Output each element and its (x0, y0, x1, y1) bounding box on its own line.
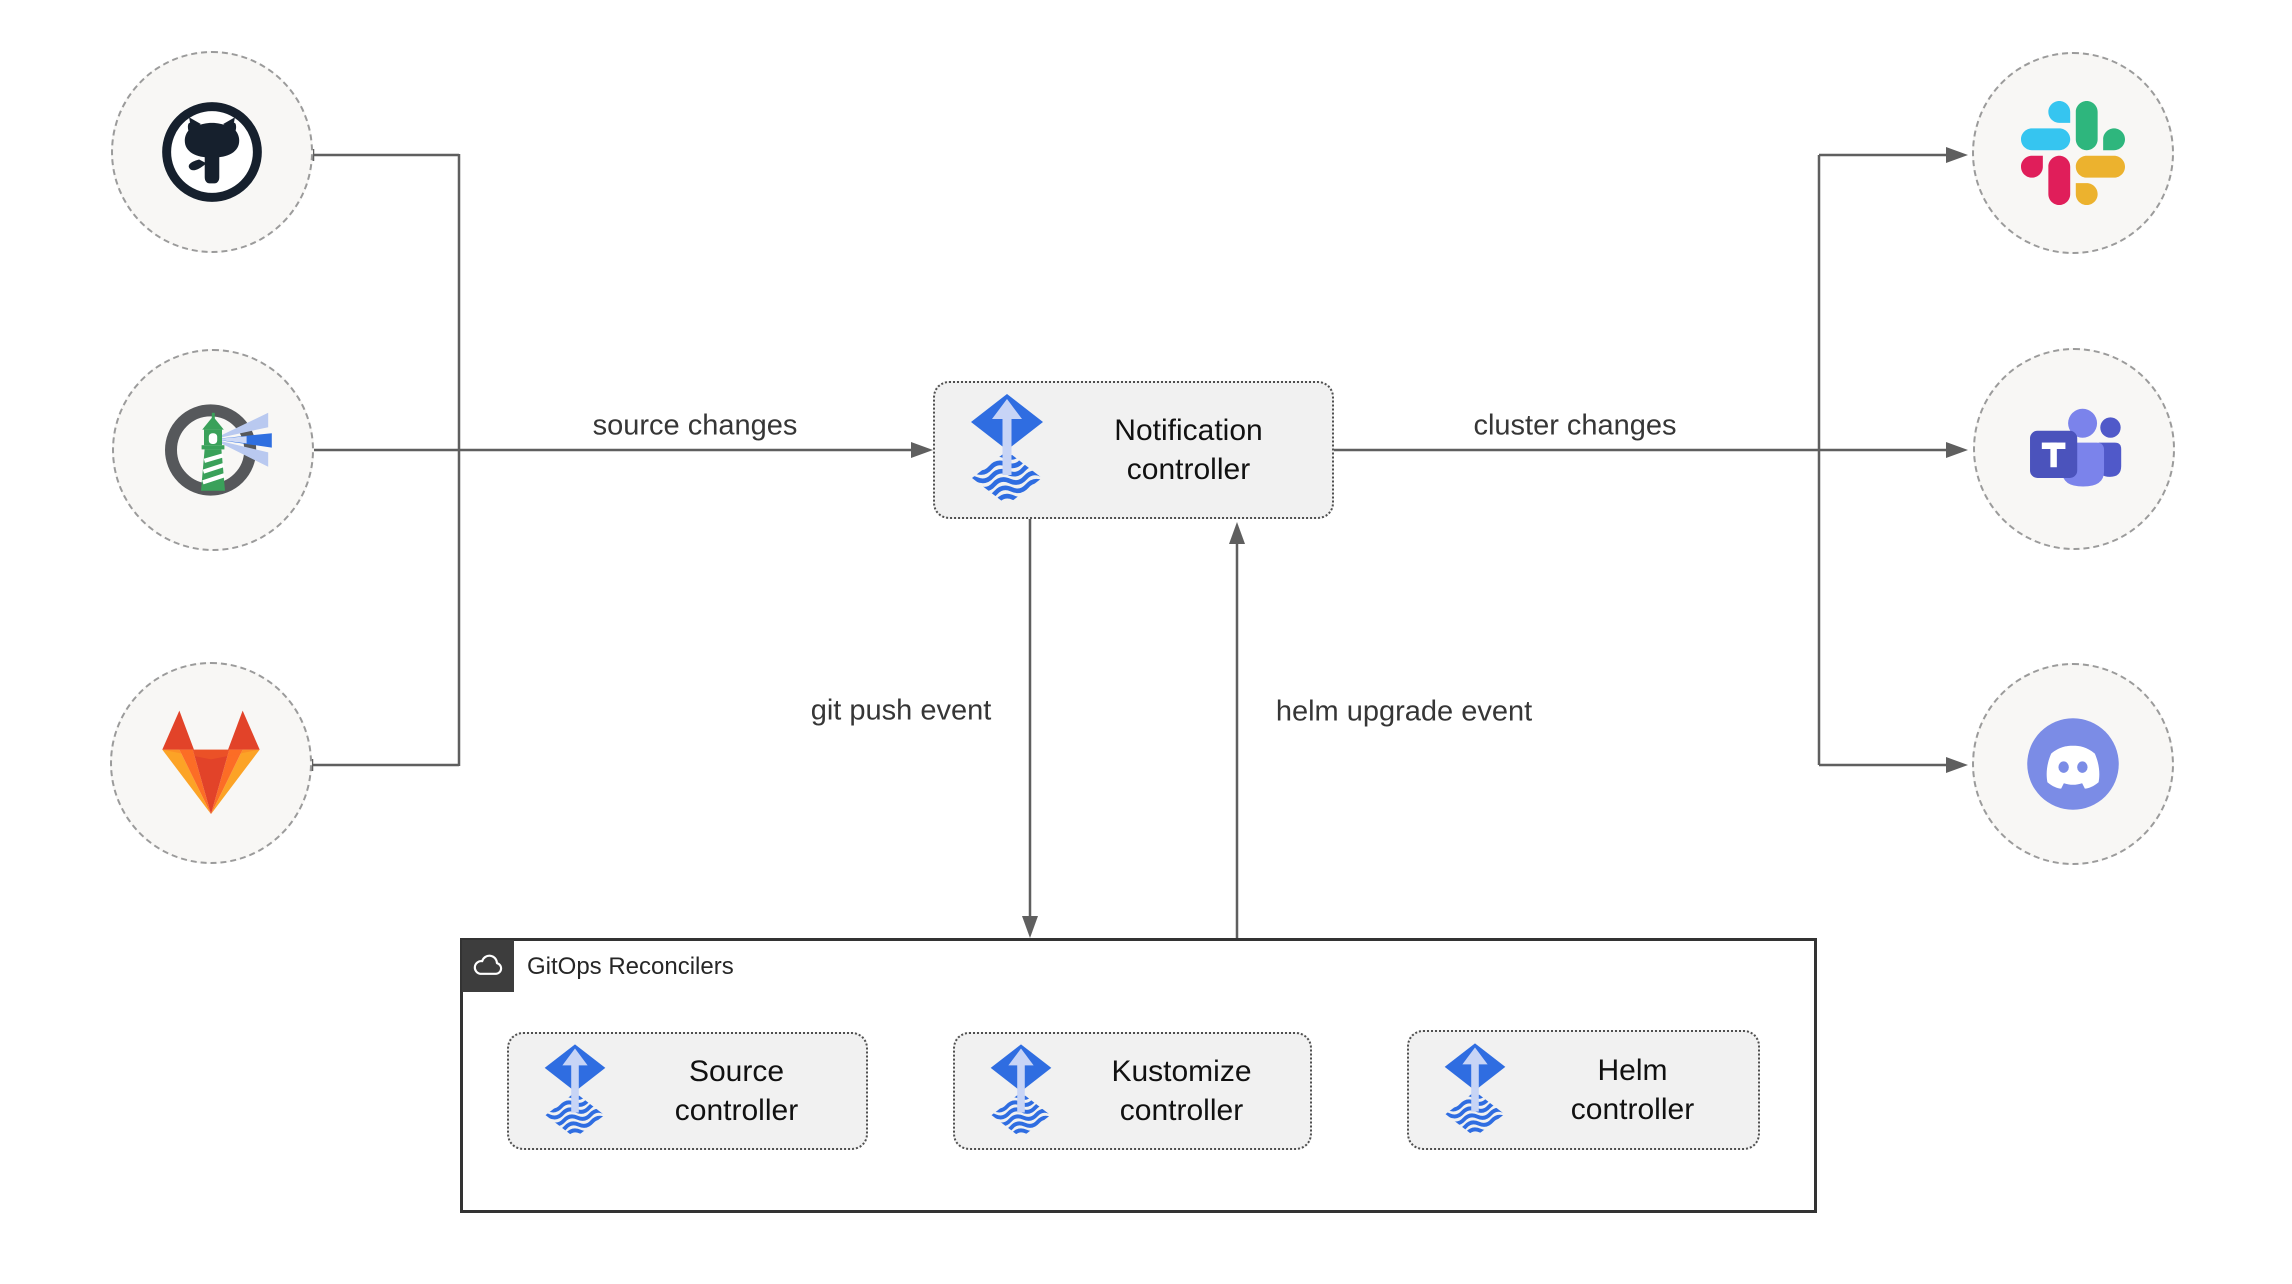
node-label: Kustomize controller (1111, 1055, 1252, 1127)
node-helm-controller: Helm controller (1407, 1030, 1760, 1150)
edge-label-source-changes: source changes (592, 409, 798, 442)
arrowhead-slack (1946, 147, 1968, 163)
node-source-controller: Source controller (507, 1032, 868, 1150)
edge-label-helm-upgrade-event: helm upgrade event (1275, 695, 1533, 728)
provider-slack (1972, 52, 2174, 254)
flux-icon (969, 394, 1045, 506)
group-badge (462, 940, 514, 992)
flux-icon (989, 1044, 1053, 1139)
provider-github (111, 51, 313, 253)
flux-icon (1443, 1043, 1507, 1138)
discord-icon (2027, 718, 2119, 810)
edge-label-cluster-changes: cluster changes (1473, 409, 1677, 442)
slack-icon (2021, 101, 2125, 205)
gitlab-icon (162, 710, 260, 815)
node-label: Helm controller (1570, 1054, 1695, 1126)
arrowhead-discord (1946, 757, 1968, 773)
arrowhead-helm-upgrade (1229, 522, 1245, 544)
provider-discord (1972, 663, 2174, 865)
arrowhead-teams (1946, 442, 1968, 458)
harbor-icon (165, 404, 272, 496)
node-kustomize-controller: Kustomize controller (953, 1032, 1312, 1150)
group-title: GitOps Reconcilers (527, 953, 734, 980)
provider-harbor (112, 349, 314, 551)
node-label: Notification controller (1114, 414, 1263, 486)
node-label: Source controller (674, 1055, 799, 1127)
node-notification-controller: Notification controller (933, 381, 1334, 519)
flux-icon (543, 1044, 607, 1139)
provider-teams (1973, 348, 2175, 550)
edge-label-git-push-event: git push event (810, 694, 992, 727)
github-icon (162, 102, 262, 202)
arrowhead-source-changes (911, 442, 933, 458)
microsoft-teams-icon (2030, 408, 2122, 487)
cloud-icon (473, 954, 503, 975)
arrowhead-git-push (1022, 916, 1038, 938)
provider-gitlab (110, 662, 312, 864)
